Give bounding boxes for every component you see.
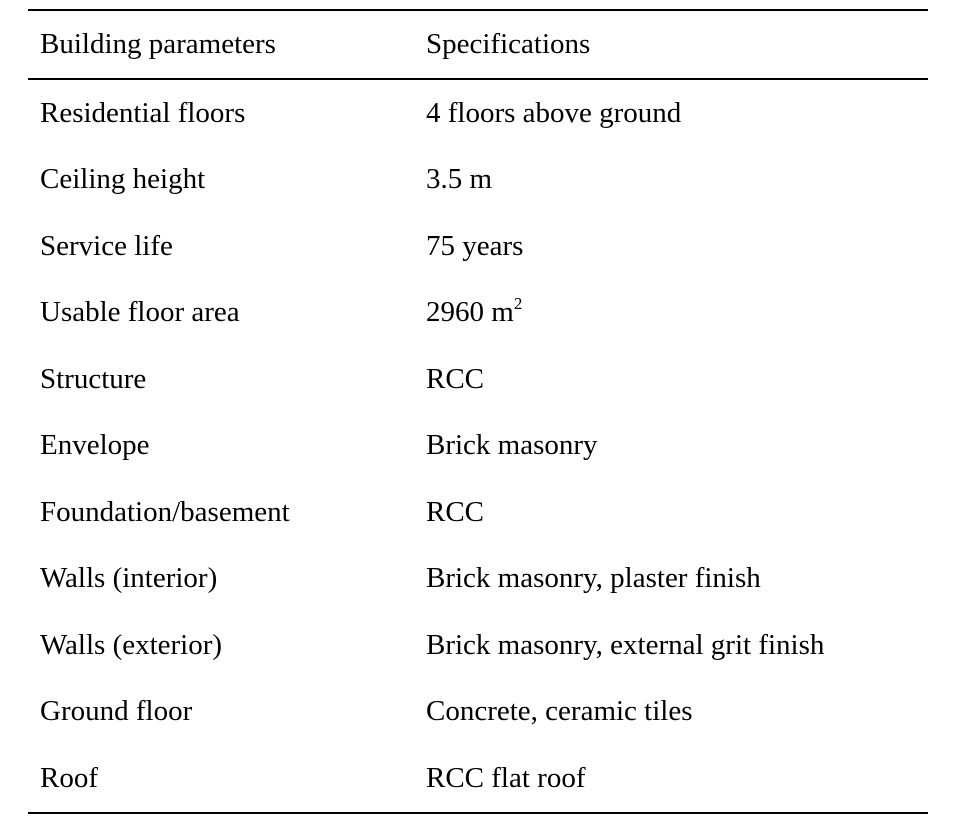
table-row: Walls (exterior) Brick masonry, external… [28,612,928,679]
table-row: Envelope Brick masonry [28,413,928,480]
table-top-rule [28,9,928,11]
parameter-cell: Walls (interior) [40,562,218,595]
parameter-cell: Ground floor [40,695,193,728]
specification-cell: RCC [426,362,485,395]
specification-cell: 2960 m2 [426,295,928,329]
table-row: Walls (interior) Brick masonry, plaster … [28,546,928,613]
specification-cell: Brick masonry, plaster finish [426,562,761,595]
table-row: Service life 75 years [28,213,928,280]
specification-cell: 4 floors above ground [426,96,682,129]
specification-cell: 75 years [426,229,524,262]
parameter-cell: Walls (exterior) [40,628,223,661]
specification-value: 2960 m [426,296,514,329]
parameter-cell: Structure [40,362,147,395]
parameter-cell: Foundation/basement [40,495,290,528]
specification-cell: 3.5 m [426,163,493,196]
parameter-cell: Service life [40,229,173,262]
specification-cell: RCC [426,495,485,528]
specification-cell: RCC flat roof [426,761,586,794]
parameter-cell: Roof [40,761,98,794]
parameter-cell: Residential floors [40,96,246,129]
parameter-cell: Ceiling height [40,163,206,196]
table-row: Usable floor area 2960 m2 [28,280,928,347]
header-building-parameters: Building parameters [40,28,276,60]
table-row: Roof RCC flat roof [28,745,928,812]
specification-cell: Concrete, ceramic tiles [426,695,693,728]
table-header-rule [28,78,928,80]
table-bottom-rule [28,811,928,814]
parameter-cell: Envelope [40,429,150,462]
table-body: Residential floors 4 floors above ground… [28,80,928,812]
table-row: Foundation/basement RCC [28,479,928,546]
table-row: Residential floors 4 floors above ground [28,80,928,147]
table-row: Structure RCC [28,346,928,413]
table-row: Ground floor Concrete, ceramic tiles [28,679,928,746]
unit-superscript: 2 [513,294,523,314]
table-row: Ceiling height 3.5 m [28,147,928,214]
header-specifications: Specifications [426,28,591,60]
specification-cell: Brick masonry, external grit finish [426,628,825,661]
specification-cell: Brick masonry [426,429,598,462]
parameter-cell: Usable floor area [40,296,240,329]
building-parameters-table: Building parameters Specifications Resid… [28,9,928,814]
table-header-row: Building parameters Specifications [28,11,928,78]
